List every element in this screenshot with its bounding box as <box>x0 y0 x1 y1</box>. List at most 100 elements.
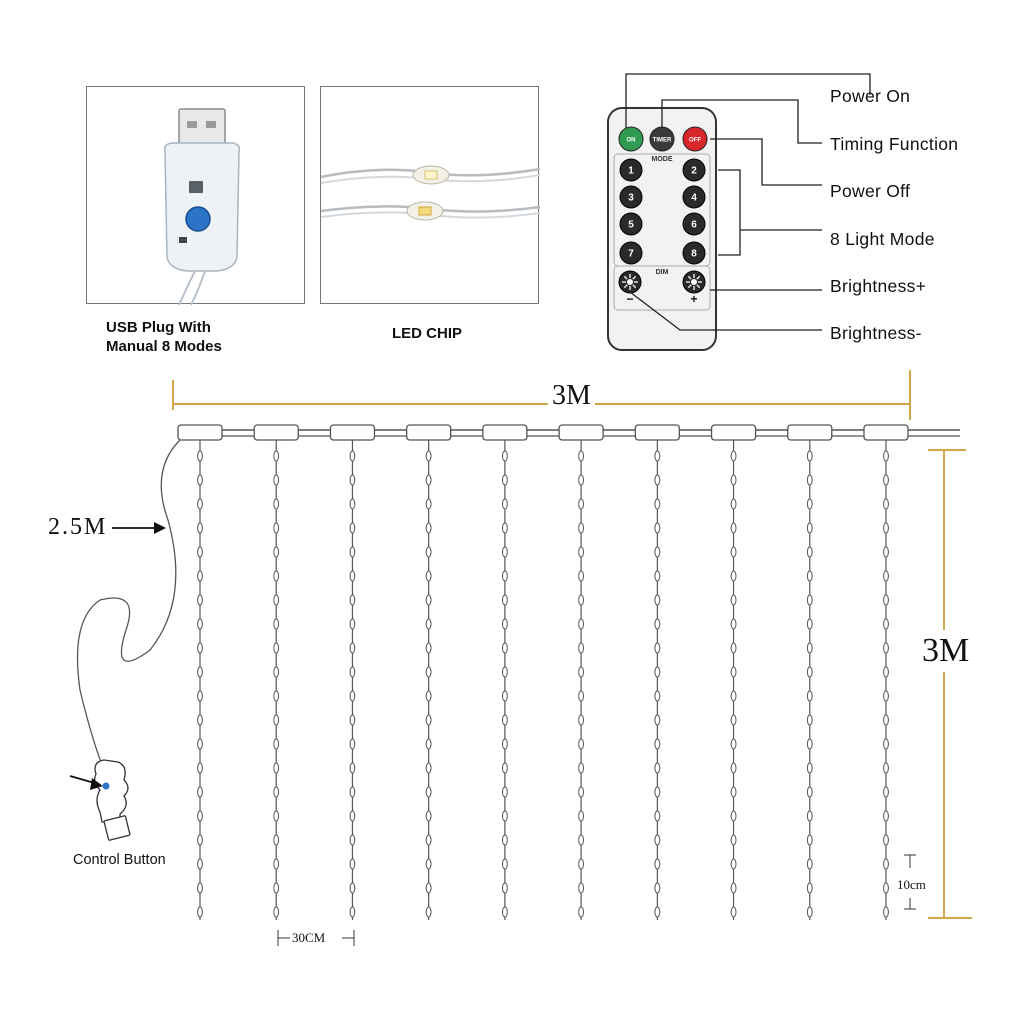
led-bulb <box>273 522 280 534</box>
cable-length-label: 2.5M <box>48 514 108 540</box>
led-bulb <box>578 858 585 870</box>
led-bulb <box>349 474 356 486</box>
led-bulb <box>578 786 585 798</box>
led-bulb <box>273 546 280 558</box>
controller-usb-plug <box>103 815 131 841</box>
led-bulb <box>273 762 280 774</box>
led-bulb <box>273 714 280 726</box>
led-bulb <box>806 762 813 774</box>
led-bulb <box>730 738 737 750</box>
led-bulb <box>578 810 585 822</box>
remote-dim-label: DIM <box>656 269 669 276</box>
strand-connector <box>482 424 528 441</box>
led-bulb <box>578 666 585 678</box>
led-bulb <box>578 594 585 606</box>
led-bulb <box>883 522 889 534</box>
led-bulb <box>654 690 661 702</box>
led-bulb <box>425 618 432 630</box>
led-bulb <box>730 498 737 510</box>
remote-button-label-timer: TIMER <box>653 138 672 144</box>
led-bulb <box>501 546 508 558</box>
led-bulb <box>425 714 432 726</box>
led-bulb <box>806 906 813 918</box>
leader-power-on <box>625 73 871 128</box>
led-bulb <box>197 450 203 462</box>
led-bulb <box>654 522 661 534</box>
led-bulb <box>578 546 585 558</box>
remote-dim-box <box>613 265 711 311</box>
led-bulb <box>197 474 203 486</box>
led-bulb <box>425 498 432 510</box>
led-bulb <box>349 522 356 534</box>
usb-plug-panel <box>86 86 305 306</box>
led-bulb <box>806 666 813 678</box>
remote-button-off <box>682 126 708 152</box>
led-bulb <box>883 738 889 750</box>
callout-power-on: Power On <box>830 86 911 106</box>
led-bulb <box>578 522 585 534</box>
strand-connector <box>863 424 909 441</box>
led-bulb <box>349 882 356 894</box>
led-bulb <box>501 762 508 774</box>
led-bulb <box>349 786 356 798</box>
led-bulb <box>349 618 356 630</box>
led-bulb <box>425 786 432 798</box>
brightness-sun-ray <box>623 284 628 289</box>
led-bulb <box>730 570 737 582</box>
strand-connector <box>406 424 452 441</box>
led-bulb <box>349 834 356 846</box>
led-bulb <box>349 498 356 510</box>
led-bulb <box>273 474 280 486</box>
led-bulb <box>654 906 661 918</box>
control-button-label: Control Button <box>73 852 166 868</box>
led-bulb <box>654 786 661 798</box>
callout-power-off: Power Off <box>830 181 911 201</box>
remote-button-label-on: ON <box>627 138 636 144</box>
led-bulb <box>730 690 737 702</box>
brightness-sun-ray <box>687 275 692 280</box>
led-bulb <box>806 690 813 702</box>
led-bulb <box>349 690 356 702</box>
led-bulb <box>578 906 585 918</box>
strand-connector <box>787 424 833 441</box>
led-bulb <box>425 642 432 654</box>
led-bulb <box>349 450 356 462</box>
led-bulb <box>730 642 737 654</box>
strand-connector <box>253 424 299 441</box>
led-bulb <box>501 474 508 486</box>
led-bulb <box>501 666 508 678</box>
led-bulb <box>806 738 813 750</box>
led-bulb <box>883 450 889 462</box>
remote-mode-button-5 <box>619 212 643 236</box>
led-bulb <box>273 570 280 582</box>
led-bulb <box>425 450 432 462</box>
led-bulb <box>578 834 585 846</box>
led-bulb <box>578 690 585 702</box>
led-bulb <box>730 546 737 558</box>
led-bulb <box>578 618 585 630</box>
led-bulb <box>501 858 508 870</box>
led-bulb <box>349 642 356 654</box>
led-bulb <box>273 690 280 702</box>
remote-mode-button-label-4: 4 <box>691 193 697 204</box>
led-bulb <box>425 690 432 702</box>
led-bulb <box>501 690 508 702</box>
width-dimension-label: 3M <box>548 380 595 412</box>
led-bulb <box>425 762 432 774</box>
led-bulb <box>273 882 280 894</box>
brightness-sun-ray <box>632 284 637 289</box>
led-bulb <box>883 570 889 582</box>
led-bulb <box>806 714 813 726</box>
led-bulb <box>501 810 508 822</box>
led-bulb <box>806 522 813 534</box>
callout-timing-function: Timing Function <box>830 134 959 154</box>
led-bulb <box>654 714 661 726</box>
led-bulb <box>806 642 813 654</box>
brightness-plus-sign: + <box>690 292 697 306</box>
led-bulb <box>654 570 661 582</box>
led-bulb <box>273 594 280 606</box>
led-bulb <box>273 906 280 918</box>
remote-mode-button-label-8: 8 <box>691 249 697 260</box>
led-bulb <box>197 690 203 702</box>
led-bulb <box>806 618 813 630</box>
